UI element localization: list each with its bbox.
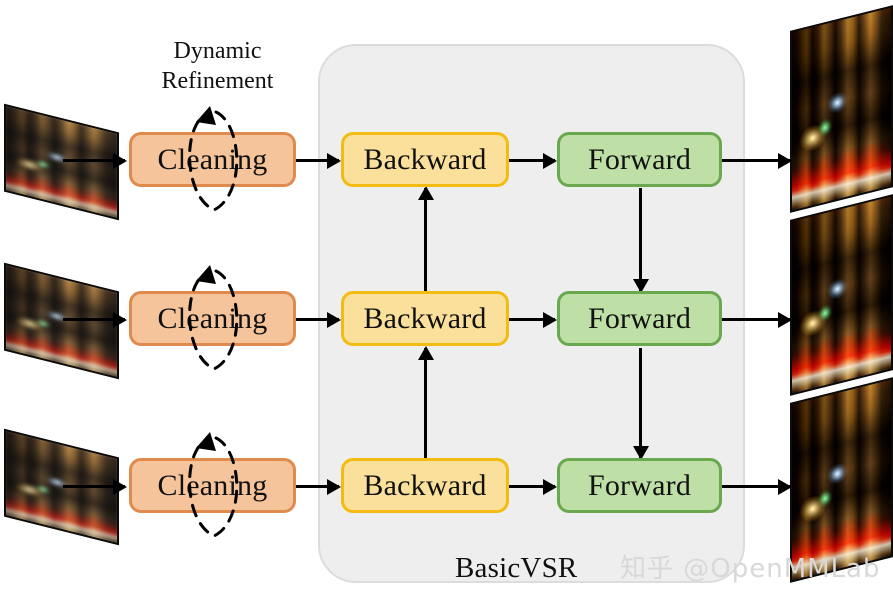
dynamic-refinement-label-line1: Dynamic — [173, 38, 262, 64]
arrow-forward-to-output-2 — [722, 318, 790, 321]
arrow-backward-propagation-3-to-2 — [424, 348, 427, 458]
arrow-backward-propagation-2-to-1 — [424, 188, 427, 291]
cleaning-box-3-label: Cleaning — [157, 468, 268, 502]
input-frame-2-border — [4, 262, 119, 380]
arrow-backward-to-forward-3 — [509, 485, 555, 488]
cleaning-box-1[interactable]: Cleaning — [129, 132, 296, 187]
arrow-forward-propagation-2-to-3 — [639, 348, 642, 458]
input-frame-1 — [4, 103, 119, 221]
output-frame-2-border — [790, 194, 893, 396]
cleaning-box-1-label: Cleaning — [157, 142, 268, 176]
output-frame-1-border — [790, 5, 893, 213]
arrow-forward-propagation-1-to-2 — [639, 188, 642, 291]
backward-box-3[interactable]: Backward — [341, 458, 509, 513]
backward-box-2-label: Backward — [363, 301, 487, 335]
forward-box-1[interactable]: Forward — [557, 132, 722, 187]
arrow-backward-to-forward-2 — [509, 318, 555, 321]
watermark: 知乎 @OpenMMLab — [620, 554, 881, 584]
dynamic-refinement-label: Dynamic Refinement — [150, 36, 285, 96]
cleaning-box-2-label: Cleaning — [157, 301, 268, 335]
basicvsr-panel-label: BasicVSR — [455, 552, 578, 584]
arrow-forward-to-output-3 — [722, 485, 790, 488]
forward-box-2[interactable]: Forward — [557, 291, 722, 346]
backward-box-3-label: Backward — [363, 468, 487, 502]
output-frame-2 — [790, 194, 893, 396]
input-frame-2 — [4, 262, 119, 380]
arrow-cleaning-to-backward-1 — [296, 159, 339, 162]
cleaning-box-3[interactable]: Cleaning — [129, 458, 296, 513]
arrow-forward-to-output-1 — [722, 159, 790, 162]
output-frame-1 — [790, 5, 893, 213]
dynamic-refinement-label-line2: Refinement — [161, 68, 274, 94]
arrow-input-to-cleaning-3 — [63, 485, 125, 488]
backward-box-1-label: Backward — [363, 142, 487, 176]
arrow-cleaning-to-backward-2 — [296, 318, 339, 321]
input-frame-1-border — [4, 103, 119, 221]
backward-box-1[interactable]: Backward — [341, 132, 509, 187]
forward-box-1-label: Forward — [587, 142, 692, 176]
arrow-input-to-cleaning-2 — [63, 318, 125, 321]
forward-box-3-label: Forward — [587, 468, 692, 502]
forward-box-3[interactable]: Forward — [557, 458, 722, 513]
arrow-cleaning-to-backward-3 — [296, 485, 339, 488]
backward-box-2[interactable]: Backward — [341, 291, 509, 346]
forward-box-2-label: Forward — [587, 301, 692, 335]
arrow-input-to-cleaning-1 — [63, 159, 125, 162]
cleaning-box-2[interactable]: Cleaning — [129, 291, 296, 346]
arrow-backward-to-forward-1 — [509, 159, 555, 162]
